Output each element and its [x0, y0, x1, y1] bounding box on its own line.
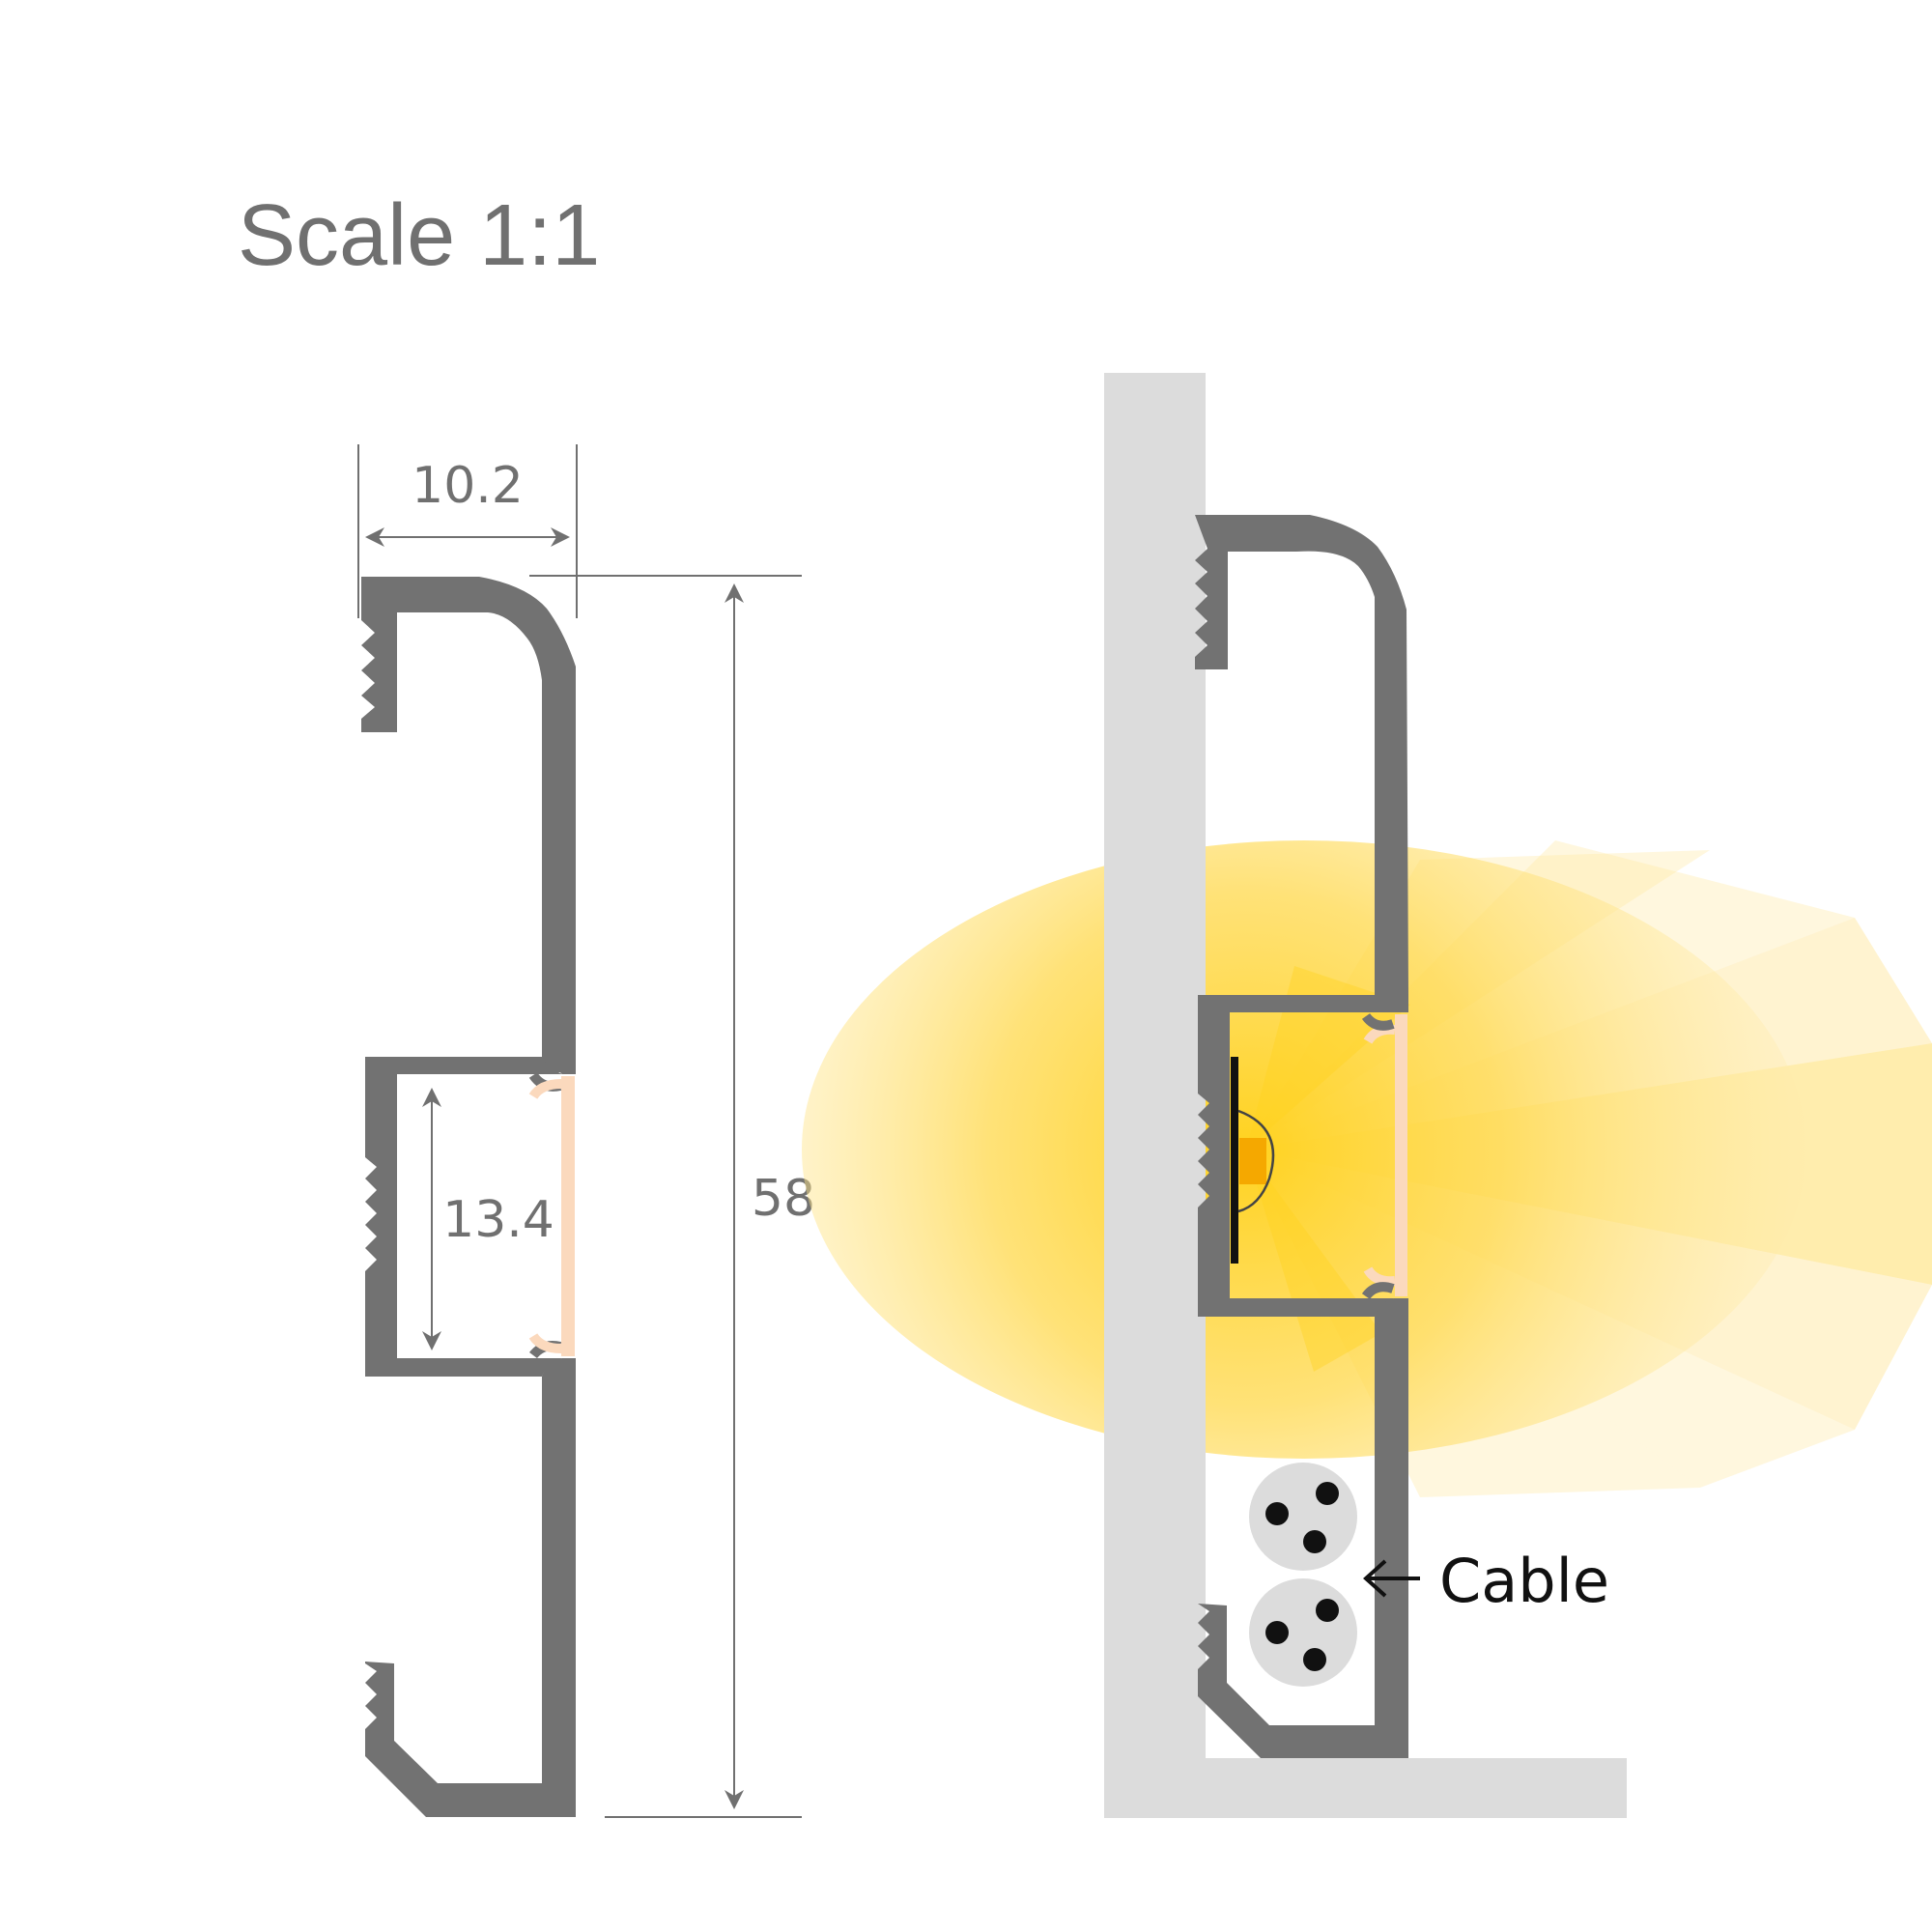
channel-label: 13.4	[442, 1191, 554, 1249]
installed-profile-right-wall-top	[1375, 995, 1408, 1012]
light-glow	[802, 840, 1806, 1459]
cable-label: Cable	[1439, 1546, 1609, 1616]
installed-hook-bottom	[1361, 1282, 1395, 1300]
installed-diffuser-clip-bottom	[1363, 1266, 1396, 1287]
cable-core	[1265, 1502, 1289, 1525]
cable-core	[1303, 1648, 1326, 1671]
led-chip	[1239, 1138, 1266, 1184]
scale-title: Scale 1:1	[238, 187, 600, 284]
cable-core	[1316, 1599, 1339, 1622]
cable-core	[1303, 1530, 1326, 1553]
cable-callout: Cable	[1363, 1546, 1609, 1616]
width-dimension: 10.2	[357, 444, 578, 618]
diffuser-clip-top	[528, 1079, 562, 1099]
installed-profile-channel	[1198, 995, 1394, 1317]
installed-diffuser-clip-top	[1363, 1024, 1396, 1044]
installed-profile-lower	[1198, 1298, 1408, 1758]
diffuser-panel	[561, 1076, 575, 1356]
light-beam	[802, 840, 1932, 1497]
wall-and-floor	[1104, 373, 1627, 1818]
width-label: 10.2	[412, 457, 524, 515]
cable-jacket	[1249, 1578, 1357, 1687]
installation-view: Cable	[802, 373, 1932, 1818]
cable-core	[1316, 1482, 1339, 1505]
cable-jacket	[1249, 1463, 1357, 1571]
installed-diffuser	[1395, 1014, 1407, 1296]
cable-upper	[1249, 1463, 1357, 1571]
profile-lower-body	[365, 1358, 576, 1817]
installed-hook-top	[1361, 1012, 1395, 1031]
installed-profile-top	[1195, 515, 1408, 995]
profile-upper-leg	[542, 680, 576, 1074]
led-lens	[1237, 1109, 1275, 1213]
channel-dimension: 13.4	[422, 1088, 554, 1350]
cable-arrow-head	[1363, 1559, 1387, 1598]
led-strip-pcb	[1231, 1057, 1238, 1264]
diffuser-clip-bottom	[528, 1333, 562, 1353]
profile-cross-section	[361, 577, 576, 1817]
cable-lower	[1249, 1578, 1357, 1687]
cable-core	[1265, 1621, 1289, 1644]
profile-center-channel	[365, 1057, 562, 1377]
